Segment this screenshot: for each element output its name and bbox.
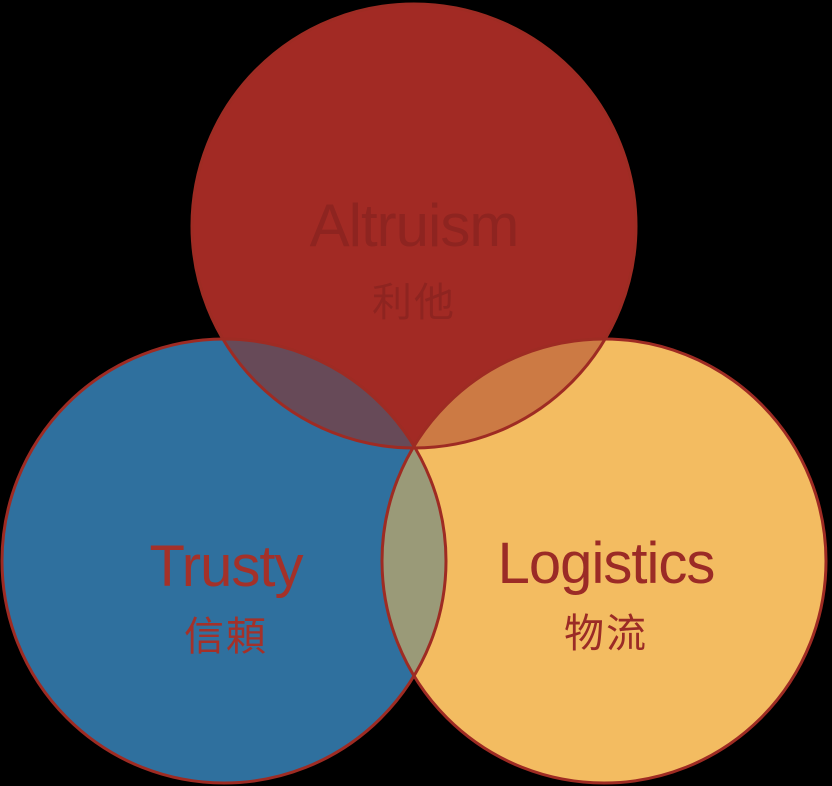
trusty-circle-outline: [0, 337, 448, 785]
trusty-label: Trusty: [149, 534, 304, 599]
logistics-circle-outline: [380, 337, 828, 785]
logistics-sublabel: 物流: [564, 612, 648, 656]
altruism-label: Altruism: [309, 192, 520, 259]
trusty-sublabel: 信頼: [184, 615, 268, 659]
altruism-sublabel: 利他: [372, 281, 456, 325]
altruism-circle: [192, 4, 636, 448]
trusty-circle: [2, 339, 446, 783]
logistics-circle: [382, 339, 826, 783]
logistics-label: Logistics: [497, 531, 716, 596]
